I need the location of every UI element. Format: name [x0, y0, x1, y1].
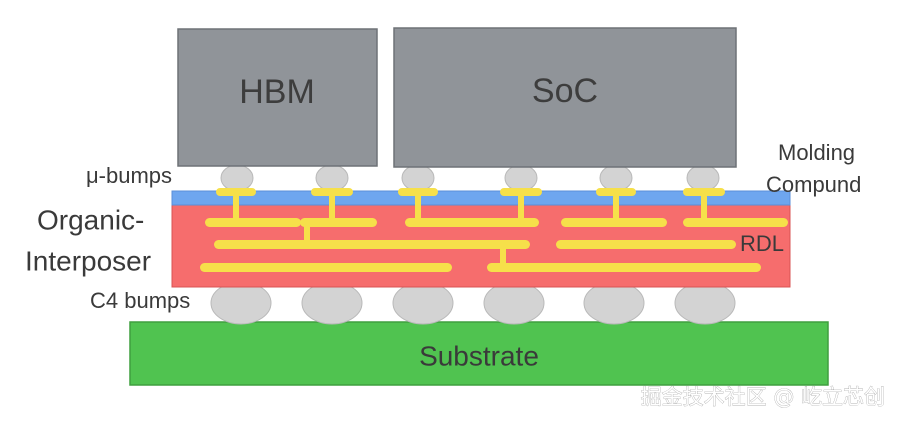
rdl-pad [596, 188, 636, 196]
rdl-pad [311, 188, 353, 196]
rdl-via [415, 194, 421, 224]
substrate-block [129, 321, 829, 386]
substrate-label: Substrate [419, 340, 539, 371]
rdl-via [701, 194, 707, 224]
rdl-via [518, 194, 524, 224]
micro-bump [686, 164, 720, 192]
rdl-trace [556, 240, 736, 249]
soc-chip [393, 27, 737, 168]
c4-bump [392, 281, 454, 325]
micro-bump [220, 164, 254, 192]
c4-bump [483, 281, 545, 325]
c4-bumps-label: C4 bumps [90, 288, 190, 313]
molding-compound-label-line2: Compund [766, 172, 861, 197]
rdl-pad [500, 188, 542, 196]
c4-bumps [210, 281, 736, 325]
rdl-via [233, 194, 239, 224]
micro-bump [401, 164, 435, 192]
c4-bump [210, 281, 272, 325]
rdl-traces [200, 188, 788, 272]
c4-bump [674, 281, 736, 325]
rdl-trace [487, 263, 761, 272]
rdl-trace [214, 240, 530, 249]
micro-bump [599, 164, 633, 192]
rdl-trace [205, 218, 301, 227]
watermark-text: 掘金技术社区 @ 屹立芯创 [641, 385, 885, 409]
rdl-trace [561, 218, 667, 227]
rdl-trace [300, 218, 377, 227]
rdl-trace [405, 218, 539, 227]
organic-interposer-label-line1: Organic- [37, 204, 144, 235]
rdl-trace [683, 218, 788, 227]
rdl-pad [398, 188, 438, 196]
molding-compound-label-line1: Molding [778, 140, 855, 165]
micro-bumps-label: μ-bumps [86, 163, 172, 188]
rdl-label: RDL [740, 231, 784, 256]
rdl-via [304, 222, 310, 244]
organic-interposer-label-line2: Interposer [25, 245, 151, 276]
micro-bump [504, 164, 538, 192]
rdl-trace [200, 263, 452, 272]
rdl-pad [683, 188, 725, 196]
rdl-via [613, 194, 619, 224]
c4-bump [301, 281, 363, 325]
rdl-via [329, 194, 335, 224]
rdl-pad [216, 188, 256, 196]
hbm-label: HBM [239, 73, 315, 111]
rdl-via [500, 244, 506, 266]
hbm-chip [177, 28, 378, 167]
micro-bump [315, 164, 349, 192]
soc-label: SoC [532, 72, 598, 110]
c4-bump [583, 281, 645, 325]
micro-bumps [220, 164, 720, 192]
